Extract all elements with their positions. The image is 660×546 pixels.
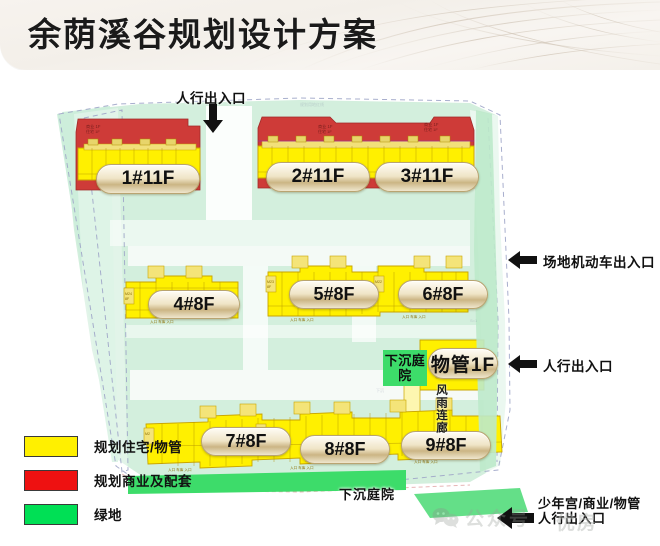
building-label-text: 1#11F xyxy=(121,168,175,189)
header-wave-decoration xyxy=(234,0,660,70)
legend-label-greenery: 绿地 xyxy=(94,508,122,523)
svg-text:下沉: 下沉 xyxy=(376,387,384,393)
building-label-text: 2#11F xyxy=(291,166,345,187)
annotation-vehicle-entrance: 场地机动车出入口 xyxy=(543,255,655,270)
annotation-youth-center-line-1: 少年宫/商业/物管 xyxy=(538,496,641,511)
building-label-text: 7#8F xyxy=(225,431,267,451)
site-plan-map: 商业 1F 住宅 1F 入口 车库 入口 xyxy=(0,70,660,546)
svg-text:商业 1F: 商业 1F xyxy=(86,123,101,130)
building-label-6[interactable]: 6#8F xyxy=(398,280,488,309)
building-label-3[interactable]: 3#11F xyxy=(375,162,479,192)
building-label-5[interactable]: 5#8F xyxy=(289,280,379,309)
annotation-youth-center-line-2: 人行出入口 xyxy=(538,511,606,526)
building-label-property-management[interactable]: 物管1F xyxy=(428,348,498,379)
sunken-courtyard-box-label: 下沉庭院 xyxy=(384,353,426,383)
svg-text:商业 1F: 商业 1F xyxy=(424,121,439,128)
building-label-7[interactable]: 7#8F xyxy=(201,427,291,456)
annotation-youth-center-entrance: 少年宫/商业/物管 人行出入口 xyxy=(538,496,641,526)
arrow-left-icon-youth-center xyxy=(497,507,534,529)
building-label-9[interactable]: 9#8F xyxy=(401,431,491,460)
svg-text:住宅 1F: 住宅 1F xyxy=(86,128,100,134)
svg-text:入口 车库 入口: 入口 车库 入口 xyxy=(290,465,314,470)
building-label-8[interactable]: 8#8F xyxy=(300,435,390,464)
arrow-down-icon xyxy=(203,104,223,133)
building-label-text: 4#8F xyxy=(173,294,215,314)
svg-text:住宅 1F: 住宅 1F xyxy=(424,126,438,132)
covered-corridor-label: 风雨连廊 xyxy=(435,384,447,434)
svg-text:商业 1F: 商业 1F xyxy=(318,123,333,130)
svg-text:入口 车库 入口: 入口 车库 入口 xyxy=(150,319,174,324)
svg-text:M22: M22 xyxy=(375,280,382,284)
watermark-secondary-text: 优房 xyxy=(556,513,599,534)
legend-item-greenery: 绿地 xyxy=(24,500,192,528)
building-label-text: 3#11F xyxy=(400,166,454,187)
legend-item-residential: 规划住宅/物管 xyxy=(24,432,192,460)
building-label-text: 5#8F xyxy=(313,284,355,304)
svg-text:规划用地红线: 规划用地红线 xyxy=(300,101,324,107)
svg-text:M24: M24 xyxy=(125,292,132,296)
building-label-text: 物管1F xyxy=(430,355,496,376)
sunken-courtyard-box: 下沉庭院 xyxy=(383,350,427,386)
svg-text:8F: 8F xyxy=(125,297,130,301)
sunken-courtyard-strip-label: 下沉庭院 xyxy=(339,487,396,502)
building-label-2[interactable]: 2#11F xyxy=(266,162,370,192)
legend-swatch-commercial xyxy=(24,469,78,491)
map-legend: 规划住宅/物管 规划商业及配套 绿地 xyxy=(24,432,192,534)
building-label-text: 8#8F xyxy=(324,439,366,459)
legend-item-commercial: 规划商业及配套 xyxy=(24,466,192,494)
sunken-courtyard-strip xyxy=(128,470,406,494)
legend-label-residential: 规划住宅/物管 xyxy=(94,440,183,455)
svg-text:M23: M23 xyxy=(267,280,274,284)
page-title: 余荫溪谷规划设计方案 xyxy=(28,18,378,54)
svg-text:入口 车库 入口: 入口 车库 入口 xyxy=(414,459,438,464)
svg-text:M2: M2 xyxy=(145,432,150,436)
building-label-text: 6#8F xyxy=(422,284,464,304)
svg-text:S=1: S=1 xyxy=(470,318,478,323)
svg-text:8F: 8F xyxy=(267,285,272,289)
annotation-pedestrian-entrance-mid: 人行出入口 xyxy=(543,359,613,374)
building-label-4[interactable]: 4#8F xyxy=(148,290,240,319)
annotation-pedestrian-entrance-top: 人行出入口 xyxy=(176,91,246,106)
arrow-left-icon-vehicle xyxy=(508,251,537,269)
building-label-text: 9#8F xyxy=(425,435,467,455)
legend-swatch-greenery xyxy=(24,503,78,525)
legend-label-commercial: 规划商业及配套 xyxy=(94,474,192,489)
legend-swatch-residential xyxy=(24,435,78,457)
svg-text:入口 车库 入口: 入口 车库 入口 xyxy=(290,317,314,322)
svg-text:住宅 1F: 住宅 1F xyxy=(318,128,332,134)
svg-text:入口 车库 入口: 入口 车库 入口 xyxy=(168,467,192,472)
building-label-1[interactable]: 1#11F xyxy=(96,164,200,194)
svg-text:入口 车库 入口: 入口 车库 入口 xyxy=(402,314,426,319)
green-patch-bottom-right xyxy=(414,488,528,518)
page-header: 余荫溪谷规划设计方案 xyxy=(0,0,660,70)
arrow-left-icon-pedestrian xyxy=(508,355,537,373)
